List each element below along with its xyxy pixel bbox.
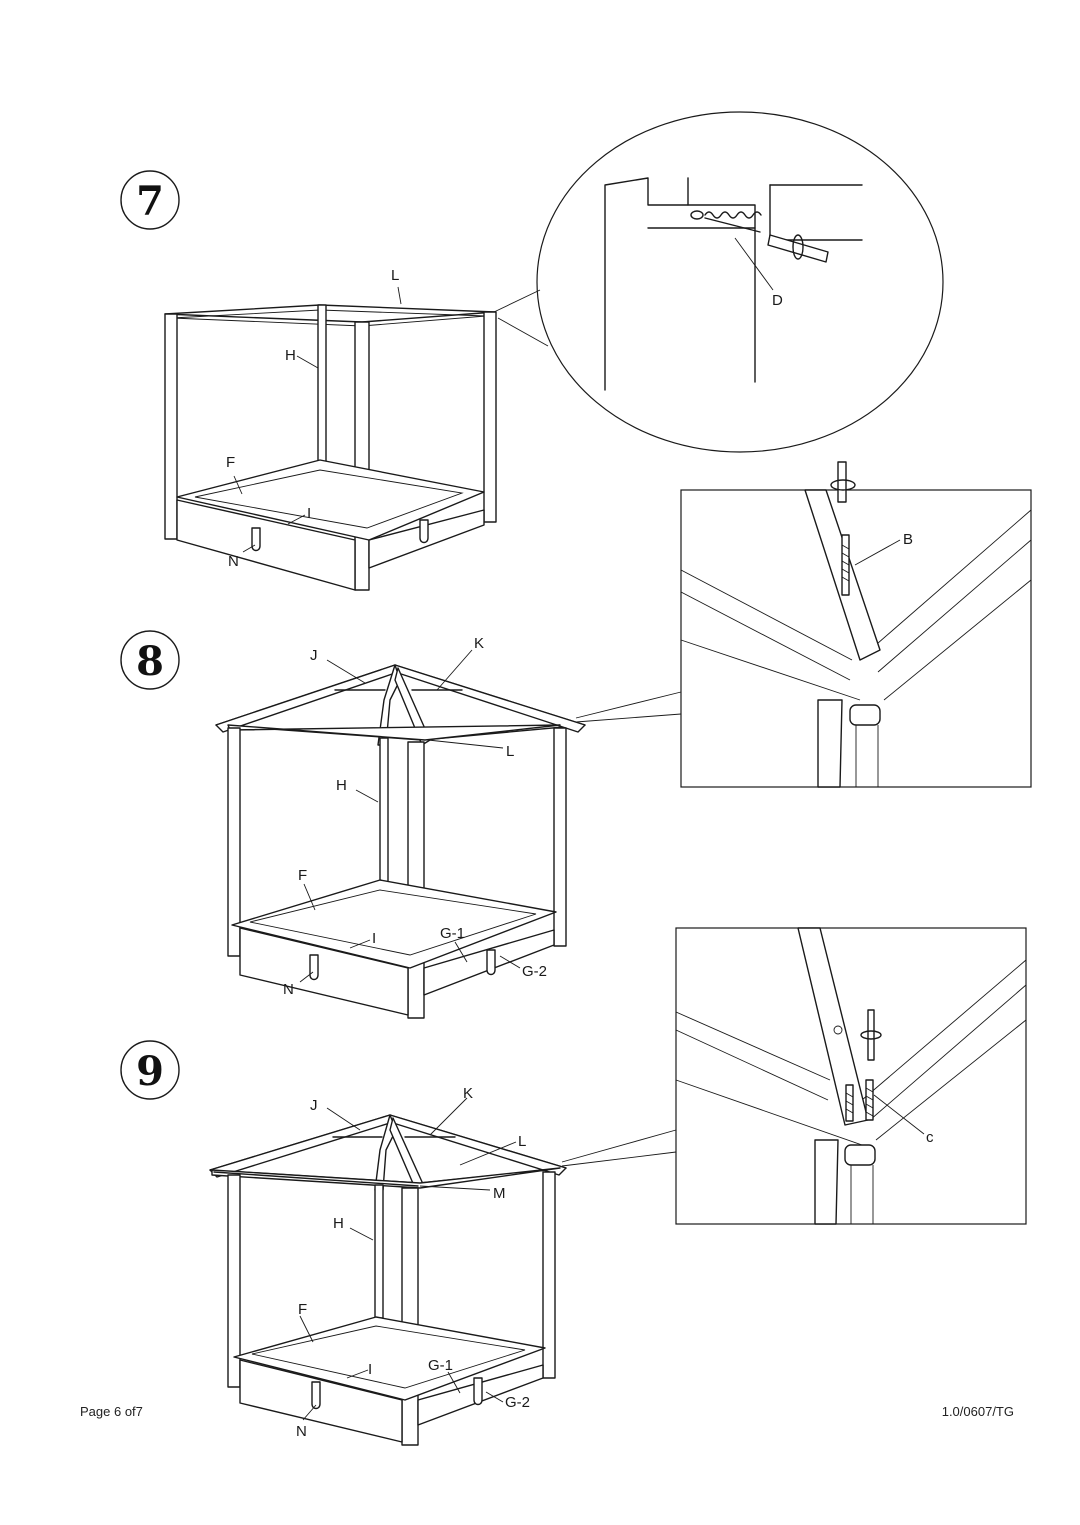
- step-9-frame-drawing: [209, 1097, 567, 1446]
- document-version: 1.0/0607/TG: [941, 1404, 1014, 1419]
- step-8-label-I: I: [372, 930, 376, 947]
- detail-c-label: c: [926, 1129, 934, 1146]
- step-9-label-G2: G-2: [505, 1394, 530, 1411]
- step-9-label-L: L: [518, 1133, 526, 1150]
- detail-b-panel: [575, 461, 1032, 788]
- step-8-label-L: L: [506, 743, 514, 760]
- step-8-label-K: K: [474, 635, 484, 652]
- detail-c-panel: [561, 927, 1027, 1225]
- step-8-frame-drawing: [215, 649, 586, 1019]
- step-8-label-H: H: [336, 777, 347, 794]
- step-8-number: 8: [136, 638, 164, 685]
- step-8-label-F: F: [298, 867, 307, 884]
- step-8-label-N: N: [283, 981, 294, 998]
- step-7-label-F: F: [226, 454, 235, 471]
- step-7-label-N: N: [228, 553, 239, 570]
- step-7-label-H: H: [285, 347, 296, 364]
- step-8-badge: [120, 630, 180, 690]
- page-number: Page 6 of7: [80, 1404, 143, 1419]
- step-9-label-G1: G-1: [428, 1357, 453, 1374]
- step-7-detail-bubble: [536, 111, 944, 453]
- step-7-detail-zoom: [493, 111, 944, 453]
- step-9-label-I: I: [368, 1361, 372, 1378]
- step-7-number: 7: [136, 178, 164, 225]
- step-7-badge: [120, 170, 180, 230]
- step-8: 8: [120, 630, 586, 1019]
- step-8-label-J: J: [310, 647, 318, 664]
- step-8-label-G1: G-1: [440, 925, 465, 942]
- step-9-label-N: N: [296, 1423, 307, 1440]
- step-9: 9: [120, 1040, 567, 1446]
- step-9-label-H: H: [333, 1215, 344, 1232]
- step-9-badge: [120, 1040, 180, 1100]
- step-9-number: 9: [136, 1048, 164, 1095]
- step-7: 7 L H F I: [120, 111, 944, 591]
- step-9-label-F: F: [298, 1301, 307, 1318]
- step-7-detail-label-D: D: [772, 292, 783, 309]
- step-7-label-I: I: [307, 505, 311, 522]
- detail-b-label: B: [903, 531, 913, 548]
- step-9-label-K: K: [463, 1085, 473, 1102]
- step-8-label-G2: G-2: [522, 963, 547, 980]
- step-9-label-M: M: [493, 1185, 506, 1202]
- step-7-frame-drawing: [164, 286, 497, 591]
- step-7-label-L: L: [391, 267, 399, 284]
- step-9-label-J: J: [310, 1097, 318, 1114]
